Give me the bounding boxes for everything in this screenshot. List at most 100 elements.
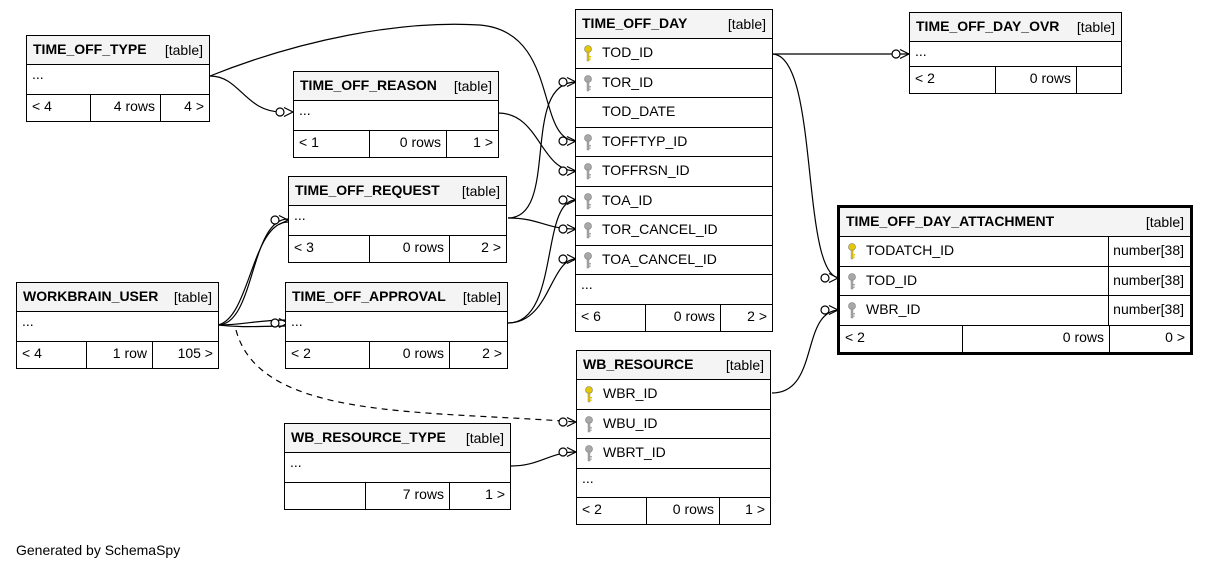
parents-count: < 3 [289, 235, 370, 262]
parents-count: < 2 [910, 67, 996, 93]
column-row[interactable]: WBU_ID [577, 410, 770, 439]
table-header: TIME_OFF_APPROVAL [table] [286, 283, 507, 312]
children-count: 105 > [177, 344, 213, 361]
table-type: [table] [164, 42, 203, 58]
column-name: TOFFTYP_ID [602, 132, 688, 149]
table-type: [table] [461, 183, 500, 199]
table-name: TIME_OFF_DAY_OVR [916, 18, 1060, 34]
edge-request-to-torid [507, 81, 577, 219]
column-row[interactable]: WBR_ID number[38] [840, 296, 1190, 326]
parents-count: < 6 [576, 304, 646, 331]
table-time-off-request[interactable]: TIME_OFF_REQUEST [table] ... < 3 0 rows … [288, 176, 507, 263]
edge-user-to-request-1 [217, 218, 289, 326]
table-time-off-day-ovr[interactable]: TIME_OFF_DAY_OVR [table] ... < 2 0 rows [909, 12, 1122, 94]
table-name: WB_RESOURCE_TYPE [291, 429, 446, 445]
parents-count: < 2 [840, 325, 963, 352]
column-row[interactable]: TOD_ID [576, 39, 772, 69]
table-name: TIME_OFF_TYPE [33, 41, 147, 57]
table-type: [table] [725, 357, 764, 373]
column-row[interactable]: TODATCH_ID number[38] [840, 237, 1190, 267]
parents-count: < 4 [17, 341, 87, 368]
table-type: [table] [727, 16, 766, 32]
table-header: TIME_OFF_REASON [table] [294, 72, 498, 101]
column-name: TOA_CANCEL_ID [602, 250, 717, 267]
table-name: TIME_OFF_DAY_ATTACHMENT [846, 213, 1055, 229]
column-row[interactable]: TOFFRSN_ID [576, 157, 772, 187]
table-header: WB_RESOURCE [table] [577, 351, 770, 380]
children-count: 4 > [184, 97, 204, 114]
table-time-off-day[interactable]: TIME_OFF_DAY [table] TOD_ID TOR_ID TOD_DAT… [575, 9, 773, 332]
column-type: number[38] [1108, 296, 1190, 325]
row-count: 0 rows [996, 67, 1077, 93]
primary-key-icon [584, 386, 594, 403]
column-name: WBRT_ID [603, 444, 666, 460]
children-count: 1 > [485, 485, 505, 502]
column-row[interactable]: TOD_DATE [576, 98, 772, 128]
column-row[interactable]: TOA_CANCEL_ID [576, 246, 772, 275]
table-wb-resource-type[interactable]: WB_RESOURCE_TYPE [table] ... 7 rows 1 > [284, 423, 511, 510]
table-footer: 7 rows 1 > [285, 482, 510, 509]
column-row[interactable]: WBR_ID [577, 380, 770, 410]
generated-by-label: Generated by SchemaSpy [16, 542, 181, 558]
table-header: TIME_OFF_DAY_OVR [table] [910, 13, 1121, 42]
column-name: WBU_ID [603, 414, 658, 431]
foreign-key-icon [583, 192, 593, 210]
table-name: TIME_OFF_DAY [582, 15, 688, 31]
edge-user-to-approval-1 [217, 319, 289, 326]
column-name: TOR_ID [602, 73, 654, 90]
table-type: [table] [173, 289, 212, 305]
row-count: 7 rows [366, 482, 450, 509]
ellipsis-row: ... [289, 206, 506, 236]
table-time-off-approval[interactable]: TIME_OFF_APPROVAL [table] ... < 2 0 rows… [285, 282, 508, 369]
foreign-key-icon [583, 251, 593, 269]
ellipsis-row: ... [286, 312, 507, 342]
column-name: TODATCH_ID [866, 242, 955, 258]
column-row[interactable]: TOA_ID [576, 187, 772, 216]
table-workbrain-user[interactable]: WORKBRAIN_USER [table] ... < 4 1 row 105… [16, 282, 219, 369]
column-row[interactable]: TOR_ID [576, 69, 772, 98]
children-count: 1 > [473, 133, 493, 150]
ellipsis-row: ... [285, 453, 510, 483]
children-count: 1 > [745, 501, 765, 517]
column-row[interactable]: WBRT_ID [577, 439, 770, 469]
ellipsis-row: ... [910, 42, 1121, 67]
table-footer: < 4 4 rows 4 > [27, 94, 209, 121]
parents-count: < 1 [294, 130, 370, 157]
parents-count [285, 482, 366, 509]
table-type: [table] [465, 430, 504, 446]
column-name: WBR_ID [866, 301, 921, 317]
row-count: 0 rows [646, 304, 721, 331]
table-name: WB_RESOURCE [583, 356, 694, 372]
table-footer: < 2 0 rows 2 > [286, 341, 507, 368]
table-type: [table] [453, 78, 492, 94]
column-type: number[38] [1108, 237, 1190, 266]
column-row[interactable]: TOFFTYP_ID [576, 128, 772, 157]
parents-count: < 2 [577, 498, 647, 524]
table-name: TIME_OFF_APPROVAL [292, 288, 446, 304]
table-type: [table] [1076, 19, 1115, 35]
table-time-off-reason[interactable]: TIME_OFF_REASON [table] ... < 1 0 rows 1… [293, 71, 499, 158]
edge-reason-to-toffrsn [497, 112, 577, 172]
foreign-key-icon [583, 222, 593, 239]
foreign-key-icon [583, 74, 593, 92]
column-type: number[38] [1108, 266, 1190, 295]
table-time-off-type[interactable]: TIME_OFF_TYPE [table] ... < 4 4 rows 4 > [26, 35, 210, 122]
ellipsis-row: ... [294, 101, 498, 131]
primary-key-icon [583, 45, 593, 62]
table-footer: < 2 0 rows 1 > [577, 498, 770, 524]
children-count: 2 > [482, 344, 502, 361]
table-time-off-day-attachment[interactable]: TIME_OFF_DAY_ATTACHMENT [table] TODATCH_… [837, 205, 1193, 355]
children-count [1077, 67, 1121, 93]
edge-user-to-request-2 [217, 221, 289, 326]
table-header: TIME_OFF_TYPE [table] [27, 36, 209, 65]
row-count: 0 rows [370, 235, 450, 262]
column-name: TOD_DATE [602, 103, 676, 119]
edge-tod-to-attachment [771, 53, 841, 279]
edge-request-to-torcancel [507, 217, 577, 230]
table-name: TIME_OFF_REQUEST [295, 182, 440, 198]
column-row[interactable]: TOR_CANCEL_ID [576, 216, 772, 246]
column-name: TOA_ID [602, 191, 653, 208]
children-count: 2 > [481, 238, 501, 255]
